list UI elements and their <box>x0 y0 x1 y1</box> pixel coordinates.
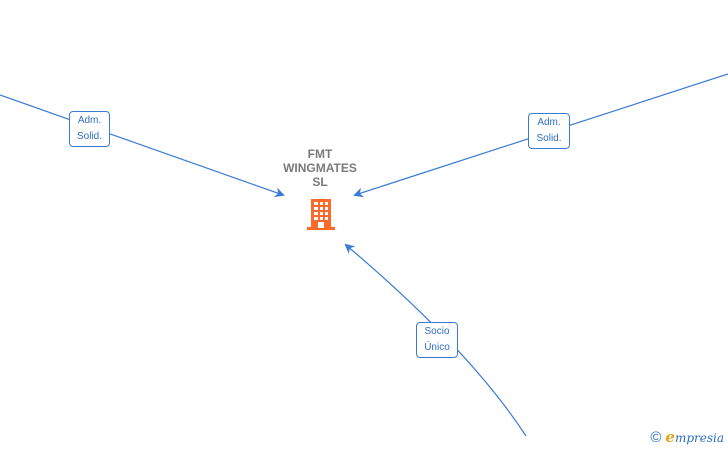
brand-logo: empresia <box>665 428 724 446</box>
copyright-icon: © <box>650 429 662 446</box>
edge-left <box>0 94 285 198</box>
brand-rest: mpresia <box>674 431 724 445</box>
empresia-watermark: © empresia <box>650 428 724 446</box>
edge-label-socio-unico[interactable]: Socio Único <box>416 322 458 358</box>
brand-initial: e <box>665 428 675 446</box>
building-icon[interactable] <box>303 196 339 232</box>
edge-label-adm-solid-right[interactable]: Adm. Solid. <box>528 113 570 149</box>
company-name[interactable]: FMT WINGMATES SL <box>283 147 357 189</box>
edge-label-adm-solid-left[interactable]: Adm. Solid. <box>69 111 110 147</box>
